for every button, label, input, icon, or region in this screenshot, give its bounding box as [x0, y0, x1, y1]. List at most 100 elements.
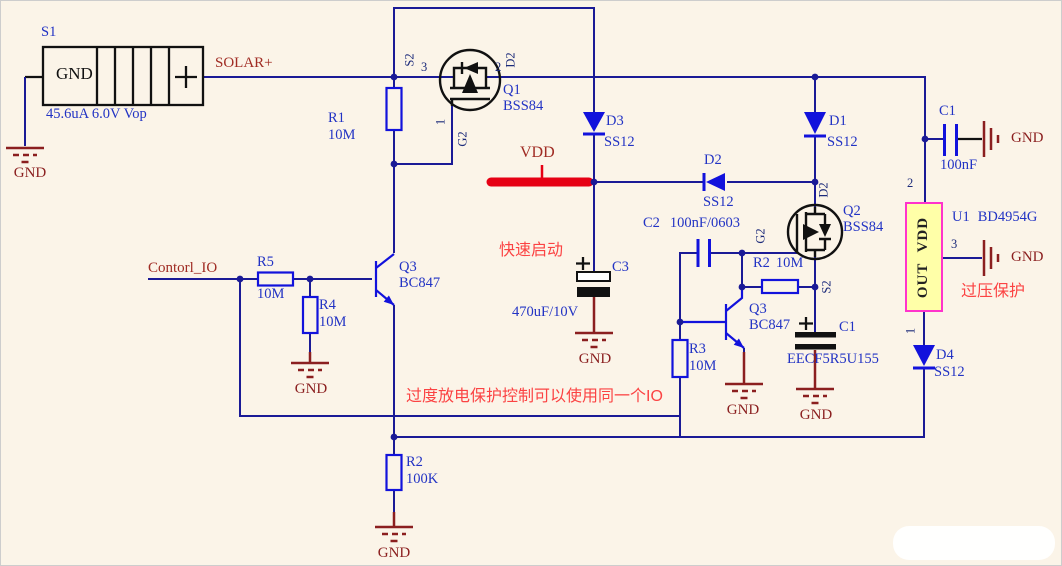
d1-value: SS12	[827, 134, 858, 150]
q2-value: BSS84	[843, 219, 884, 235]
q1-pinnum-1: 1	[433, 118, 448, 126]
c1-100nf-value: 100nF	[940, 157, 978, 173]
gnd-c1-100nf	[982, 121, 1000, 157]
d2-symbol	[702, 173, 725, 191]
gnd-text-r2-100k: GND	[377, 545, 411, 561]
q1-pinnum-2: 2	[495, 60, 502, 74]
gnd-r4	[291, 361, 329, 379]
r2-10m-value: 10M	[775, 255, 804, 271]
d4-ref: D4	[936, 347, 954, 363]
q1-ref: Q1	[503, 82, 521, 98]
c2-value: 100nF/0603	[669, 215, 741, 231]
r4-ref: R4	[319, 297, 336, 313]
gnd-text-u1-pin3: GND	[1011, 249, 1044, 265]
d3-value: SS12	[604, 134, 635, 150]
r5-ref: R5	[257, 254, 274, 270]
s1-spec: 45.6uA 6.0V Vop	[46, 106, 147, 122]
annotation-overdischarge: 过度放电保护控制可以使用同一个IO	[406, 388, 663, 405]
vdd-power-port	[486, 165, 594, 187]
gnd-solar	[6, 146, 44, 164]
d3-symbol	[583, 112, 605, 136]
q3-right-value: BC847	[749, 317, 791, 333]
solar-cell-symbol	[41, 45, 205, 107]
c2-symbol	[696, 239, 711, 267]
q1-pin-g2: G2	[455, 131, 470, 147]
c2-ref: C2	[643, 215, 660, 231]
gnd-symbols	[6, 121, 1000, 543]
d2-value: SS12	[703, 194, 734, 210]
r2-10m-ref: R2	[753, 255, 770, 271]
junction-dots	[236, 73, 929, 441]
annotation-overvoltage: 过压保护	[961, 283, 1026, 300]
gnd-text-c3: GND	[578, 351, 612, 367]
gnd-c3	[575, 331, 613, 349]
net-label-control-io: Contorl_IO	[148, 260, 218, 276]
net-label-solar: SOLAR+	[215, 55, 273, 71]
r2-100k-value: 100K	[406, 471, 439, 487]
q2-pin-s2: S2	[819, 280, 834, 294]
c3-value: 470uF/10V	[512, 304, 579, 320]
c1-100nf-symbol	[943, 124, 958, 156]
gnd-text-supercap: GND	[799, 407, 833, 423]
u1-label: U1 BD4954G	[952, 209, 1038, 225]
gnd-text-r4: GND	[294, 381, 328, 397]
gnd-q3-right	[725, 382, 763, 400]
gnd-text-solar: GND	[13, 165, 47, 181]
u1-value: BD4954G	[977, 209, 1038, 225]
gnd-r2-100k	[375, 525, 413, 543]
erased-watermark-blob	[893, 526, 1055, 560]
resistor-symbols	[256, 86, 800, 492]
q2-mosfet-symbol	[786, 203, 844, 261]
u1-ic-body: OUT VDD	[905, 202, 943, 312]
q1-mosfet-symbol	[438, 48, 502, 112]
gnd-supercap	[796, 387, 834, 405]
r1-ref: R1	[328, 110, 345, 126]
gnd-text-q3-right: GND	[726, 402, 760, 418]
r2-100k-ref: R2	[406, 454, 423, 470]
net-label-vdd: VDD	[520, 144, 555, 161]
c1-supercap-ref: C1	[839, 319, 856, 335]
q3-left-symbol	[374, 253, 395, 306]
q3-right-symbol	[680, 287, 745, 349]
d1-ref: D1	[829, 113, 847, 129]
c2-label: C2 100nF/0603	[643, 215, 741, 231]
q2-pin-d2: D2	[816, 182, 831, 198]
d3-ref: D3	[606, 113, 624, 129]
r3-body	[671, 338, 689, 379]
d4-symbol	[913, 345, 935, 370]
r2-10m-label: R2 10M	[753, 255, 804, 271]
r3-value: 10M	[689, 358, 717, 374]
r4-body	[301, 295, 319, 335]
c1-100nf-ref: C1	[939, 103, 956, 119]
r5-value: 10M	[257, 286, 285, 302]
annotation-fast-start: 快速启动	[499, 242, 564, 259]
q3-left-value: BC847	[399, 275, 441, 291]
s1-ref: S1	[41, 24, 57, 40]
capacitor-symbols	[576, 124, 958, 350]
r4-value: 10M	[319, 314, 347, 330]
u1-port-text: OUT VDD	[915, 216, 932, 298]
r1-body	[385, 86, 403, 132]
u1-pinnum-3: 3	[951, 237, 958, 251]
q1-pinnum-3: 3	[421, 60, 428, 74]
q3-left-ref: Q3	[399, 259, 417, 275]
s1-gnd-terminal: GND	[56, 64, 93, 83]
c1-supercap-symbol	[795, 317, 836, 350]
r3-ref: R3	[689, 341, 706, 357]
r2-10m-body	[760, 278, 800, 295]
q1-value: BSS84	[503, 98, 544, 114]
r5-body	[256, 271, 295, 287]
q1-pin-s2: S2	[402, 53, 417, 67]
c3-symbol	[576, 257, 611, 297]
d1-symbol	[804, 112, 826, 138]
q2-pin-g2: G2	[753, 228, 768, 244]
c3-ref: C3	[612, 259, 629, 275]
u1-pinnum-2: 2	[907, 176, 914, 190]
q2-ref: Q2	[843, 203, 861, 219]
r1-value: 10M	[328, 127, 356, 143]
r2-100k-body	[385, 453, 403, 492]
gnd-text-c1-100nf: GND	[1011, 130, 1044, 146]
gnd-u1-pin3	[982, 240, 1000, 276]
d4-value: SS12	[934, 364, 965, 380]
